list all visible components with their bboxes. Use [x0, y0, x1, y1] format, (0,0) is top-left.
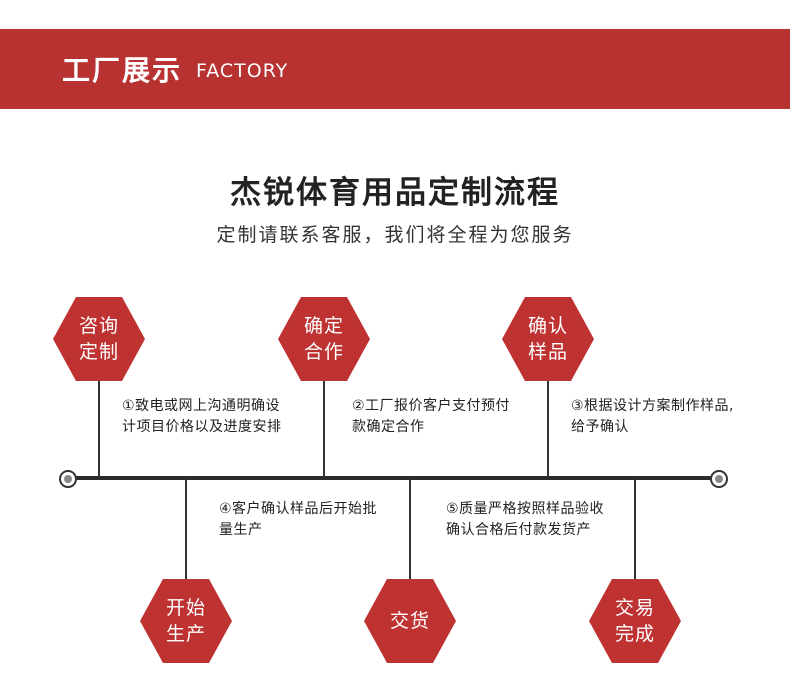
- page-subtitle: 定制请联系客服，我们将全程为您服务: [216, 224, 574, 246]
- step-label-4: 开始生产: [165, 597, 206, 645]
- page-title: 杰锐体育用品定制流程: [230, 175, 560, 211]
- timeline-line: [68, 476, 719, 480]
- step-hexagon-5: 交货: [364, 579, 456, 663]
- header-banner: 工厂展示 FACTORY: [0, 29, 790, 109]
- timeline-start-circle-icon: [59, 470, 77, 488]
- timeline-end-circle-icon: [710, 470, 728, 488]
- step-label-2: 确定合作: [303, 315, 344, 363]
- step-desc-4: ④客户确认样品后开始批量生产: [219, 501, 378, 538]
- step-desc-5: ⑤质量严格按照样品验收确认合格后付款发货产: [446, 501, 605, 538]
- step-desc-3: ③根据设计方案制作样品,给予确认: [571, 398, 735, 435]
- step-hexagon-4: 开始生产: [140, 579, 232, 663]
- step-label-6: 交易完成: [614, 597, 655, 645]
- banner-title-en: FACTORY: [196, 60, 289, 82]
- step-hexagon-3: 确认样品: [502, 297, 594, 381]
- connector-step-4: [185, 478, 187, 580]
- step-label-5: 交货: [389, 610, 430, 632]
- step-desc-1: ①致电或网上沟通明确设计项目价格以及进度安排: [122, 398, 282, 435]
- connector-step-5: [409, 478, 411, 580]
- connector-step-6: [634, 478, 636, 580]
- step-label-1: 咨询定制: [78, 315, 119, 363]
- step-hexagon-2: 确定合作: [278, 297, 370, 381]
- connector-step-3: [547, 375, 549, 478]
- step-hexagon-1: 咨询定制: [53, 297, 145, 381]
- banner-title-cn: 工厂展示: [62, 54, 183, 87]
- connector-step-2: [323, 375, 325, 478]
- step-desc-2: ②工厂报价客户支付预付款确定合作: [352, 398, 511, 435]
- connector-step-1: [98, 375, 100, 478]
- step-label-3: 确认样品: [527, 315, 568, 363]
- step-hexagon-6: 交易完成: [589, 579, 681, 663]
